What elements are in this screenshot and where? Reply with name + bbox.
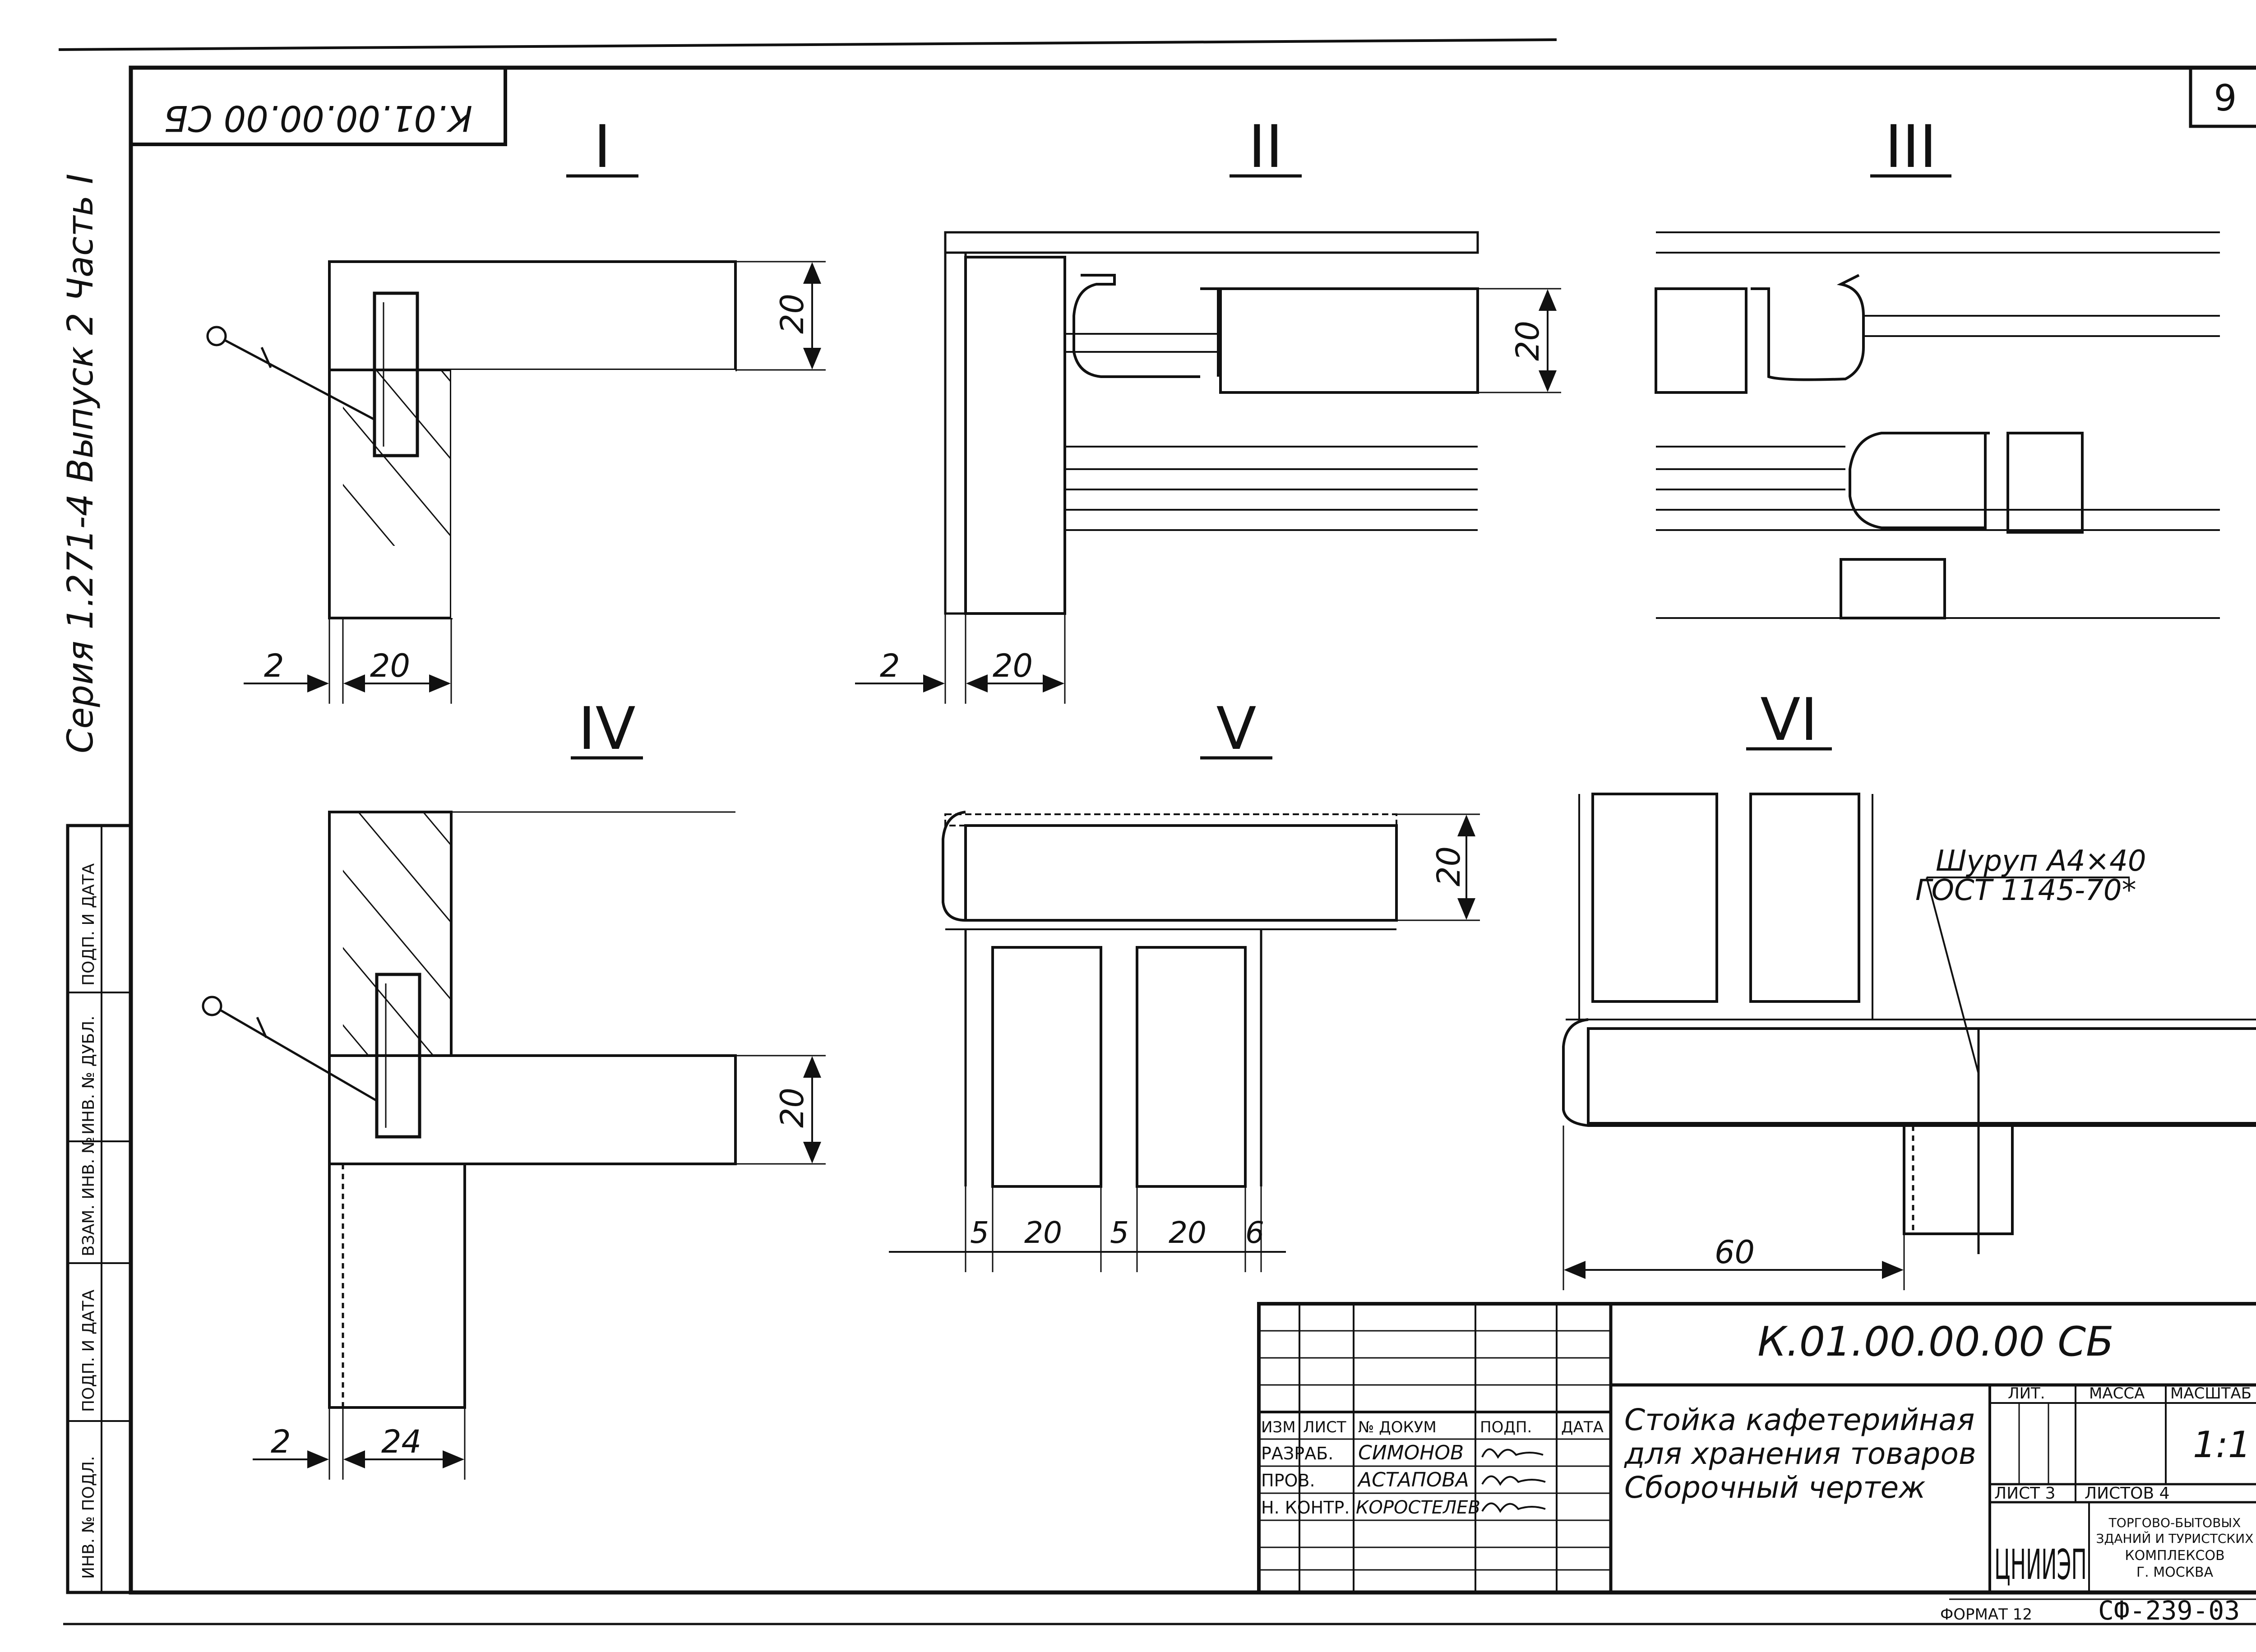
- dim-IV-w2: 24: [381, 1423, 421, 1460]
- dim-I-w1: 2: [264, 647, 284, 684]
- side-cell-5: ПОДП. И ДАТА: [79, 863, 98, 986]
- sheet-number: 9: [2214, 77, 2237, 119]
- signature-1: [1481, 1448, 1544, 1459]
- org-line-3: КОМПЛЕКСОВ: [2125, 1548, 2224, 1564]
- tb-name-prov: АСТАПОВА: [1357, 1468, 1469, 1491]
- tb-title-1: Стойка кафетерийная: [1624, 1403, 1974, 1437]
- dim-V-e: 6: [1245, 1215, 1264, 1250]
- dim-VI-width: 60: [1715, 1234, 1755, 1271]
- tb-header-sign: ПОДП.: [1480, 1418, 1532, 1436]
- tb-masshtab: МАСШТАБ: [2170, 1384, 2251, 1403]
- side-cell-3: ВЗАМ. ИНВ. №: [79, 1137, 98, 1256]
- tb-massa: МАССА: [2089, 1384, 2145, 1403]
- detail-I-label: I: [594, 112, 611, 181]
- detail-VI: VI Шуруп А4×40 ГОСТ 1145-70* 60: [1562, 685, 2256, 1290]
- tb-lit: ЛИТ.: [2008, 1384, 2045, 1403]
- detail-IV-label: IV: [578, 694, 635, 763]
- tb-title-3: Сборочный чертеж: [1624, 1470, 1926, 1505]
- detail-IV: IV 20 2 24: [202, 694, 826, 1480]
- detail-V: V 20 5 20 5 20 6: [889, 694, 1480, 1272]
- detail-II-label: II: [1248, 112, 1283, 181]
- detail-VI-label: VI: [1760, 685, 1817, 754]
- dim-V-c: 5: [1110, 1215, 1129, 1250]
- signature-2: [1481, 1475, 1546, 1486]
- detail-I: I 20 2 20: [206, 112, 826, 704]
- dim-II-w2: 20: [993, 647, 1033, 684]
- side-cell-1: ИНВ. № ПОДЛ.: [79, 1456, 98, 1579]
- dim-V-d: 20: [1169, 1215, 1207, 1250]
- dim-II-w1: 2: [880, 647, 900, 684]
- code-stamp-text: К.01.00.00.00 СБ: [164, 97, 472, 138]
- detail-II: II 20 2 20: [855, 112, 1561, 704]
- sheet-number-box: 9: [2189, 66, 2256, 128]
- tb-listov: ЛИСТОВ 4: [2085, 1484, 2170, 1503]
- tb-code: К.01.00.00.00 СБ: [1757, 1318, 2114, 1366]
- dim-V-a: 5: [970, 1215, 989, 1250]
- tb-role-razrab: РАЗРАБ.: [1261, 1444, 1333, 1463]
- tb-role-prov: ПРОВ.: [1261, 1471, 1315, 1490]
- org-line-1: ТОРГОВО-БЫТОВЫХ: [2108, 1515, 2241, 1530]
- tb-title-2: для хранения товаров: [1624, 1436, 1976, 1471]
- org-line-2: ЗДАНИЙ И ТУРИСТСКИХ: [2096, 1531, 2254, 1546]
- side-stamp-table: ИНВ. № ПОДЛ. ПОДП. И ДАТА ВЗАМ. ИНВ. № И…: [66, 824, 133, 1594]
- dim-IV-w1: 2: [271, 1423, 291, 1460]
- detail-V-label: V: [1216, 694, 1257, 763]
- org-logo: ЦНИИЭП: [1994, 1541, 2087, 1589]
- tb-name-nkontr: КОРОСТЕЛЕВ: [1356, 1497, 1480, 1518]
- screw-callout-1: Шуруп А4×40: [1936, 844, 2146, 878]
- tb-list: ЛИСТ 3: [1994, 1484, 2055, 1503]
- dim-II-height: 20: [1509, 321, 1546, 361]
- screw-callout-2: ГОСТ 1145-70*: [1915, 874, 2136, 907]
- tb-header-date: ДАТА: [1561, 1418, 1604, 1436]
- title-block: ИЗМ ЛИСТ № ДОКУМ ПОДП. ДАТА РАЗРАБ. СИМО…: [1257, 1302, 2256, 1594]
- tb-header-list: ЛИСТ: [1303, 1418, 1346, 1436]
- side-cell-2: ПОДП. И ДАТА: [79, 1289, 98, 1412]
- signature-3: [1481, 1502, 1546, 1513]
- detail-III-label: III: [1885, 112, 1937, 181]
- format-label: ФОРМАТ 12: [1940, 1606, 2032, 1624]
- dim-V-b: 20: [1024, 1215, 1062, 1250]
- tb-role-nkontr: Н. КОНТР.: [1261, 1498, 1350, 1518]
- tb-scale: 1:1: [2193, 1424, 2251, 1466]
- dim-IV-height: 20: [774, 1088, 811, 1128]
- dim-I-w2: 20: [370, 647, 410, 684]
- dim-V-height: 20: [1430, 846, 1467, 886]
- tb-header-doc: № ДОКУМ: [1358, 1418, 1437, 1436]
- tb-header-izm: ИЗМ: [1261, 1418, 1296, 1436]
- series-label: Серия 1.271-4 Выпуск 2 Часть I: [60, 174, 101, 753]
- code-stamp: К.01.00.00.00 СБ: [129, 66, 507, 146]
- side-cell-4: ИНВ. № ДУБЛ.: [79, 1015, 98, 1135]
- sheet-code: СФ-239-03: [2098, 1595, 2240, 1626]
- detail-III: III: [1655, 112, 2220, 619]
- tb-name-razrab: СИМОНОВ: [1358, 1441, 1464, 1464]
- org-line-4: Г. МОСКВА: [2136, 1564, 2214, 1580]
- dim-I-height: 20: [774, 294, 811, 334]
